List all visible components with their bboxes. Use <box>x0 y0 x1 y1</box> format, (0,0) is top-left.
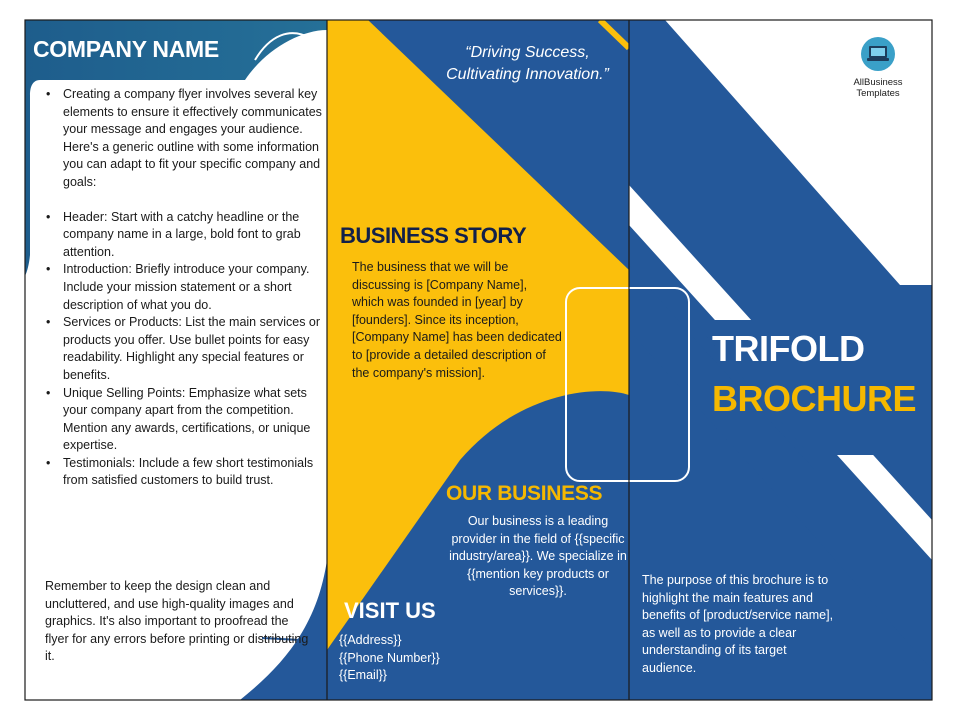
contact-block: {{Address}} {{Phone Number}} {{Email}} <box>339 632 440 685</box>
laptop-icon <box>861 37 895 71</box>
bullet-intro: Creating a company flyer involves severa… <box>46 86 331 192</box>
bullet-usp: Unique Selling Points: Emphasize what se… <box>46 385 331 455</box>
contact-email: {{Email}} <box>339 668 387 683</box>
header-shape <box>25 20 327 276</box>
panel2-blue-bottom <box>327 391 629 700</box>
company-name-heading: COMPANY NAME <box>33 36 219 62</box>
title-trifold: TRIFOLD <box>712 328 865 369</box>
panel3-lower <box>629 330 932 700</box>
allbusiness-logo: AllBusiness Templates <box>838 36 918 99</box>
page-border <box>24 19 933 701</box>
purpose-paragraph: The purpose of this brochure is to highl… <box>642 573 834 675</box>
panel3-corner <box>629 0 665 20</box>
visit-us-heading: VISIT US <box>344 598 436 623</box>
panel1-swoosh <box>240 560 327 700</box>
title-brochure: BROCHURE <box>712 378 917 419</box>
closing-paragraph: Remember to keep the design clean and un… <box>45 579 309 664</box>
tagline-line-1: “Driving Success, <box>465 44 590 61</box>
logo-line-2: Templates <box>856 88 900 99</box>
tagline-line-2: Cultivating Innovation.” <box>446 66 609 83</box>
bullet-services: Services or Products: List the main serv… <box>46 314 331 384</box>
our-business-body: Our business is a leading provider in th… <box>449 514 627 599</box>
business-story-body: The business that we will be discussing … <box>352 260 562 380</box>
panel2-gold-edge <box>597 20 629 51</box>
panel3-title-block <box>692 320 932 455</box>
panel1-arc-top <box>254 32 311 61</box>
bullet-header: Header: Start with a catchy headline or … <box>46 209 331 262</box>
panel1-arc-bottom <box>261 637 314 687</box>
our-business-heading: OUR BUSINESS <box>446 482 603 505</box>
tagline: “Driving Success, Cultivating Innovation… <box>425 42 630 86</box>
contact-phone: {{Phone Number}} <box>339 650 440 665</box>
panel2-blue-top <box>368 20 629 270</box>
frame-outline <box>565 287 690 482</box>
bullet-introduction: Introduction: Briefly introduce your com… <box>46 261 331 314</box>
logo-line-1: AllBusiness <box>853 77 903 88</box>
business-story-heading: BUSINESS STORY <box>340 223 527 248</box>
bullet-testimonials: Testimonials: Include a few short testim… <box>46 455 331 490</box>
contact-address: {{Address}} <box>339 633 402 647</box>
intro-bullet-list: Creating a company flyer involves severa… <box>44 86 331 490</box>
